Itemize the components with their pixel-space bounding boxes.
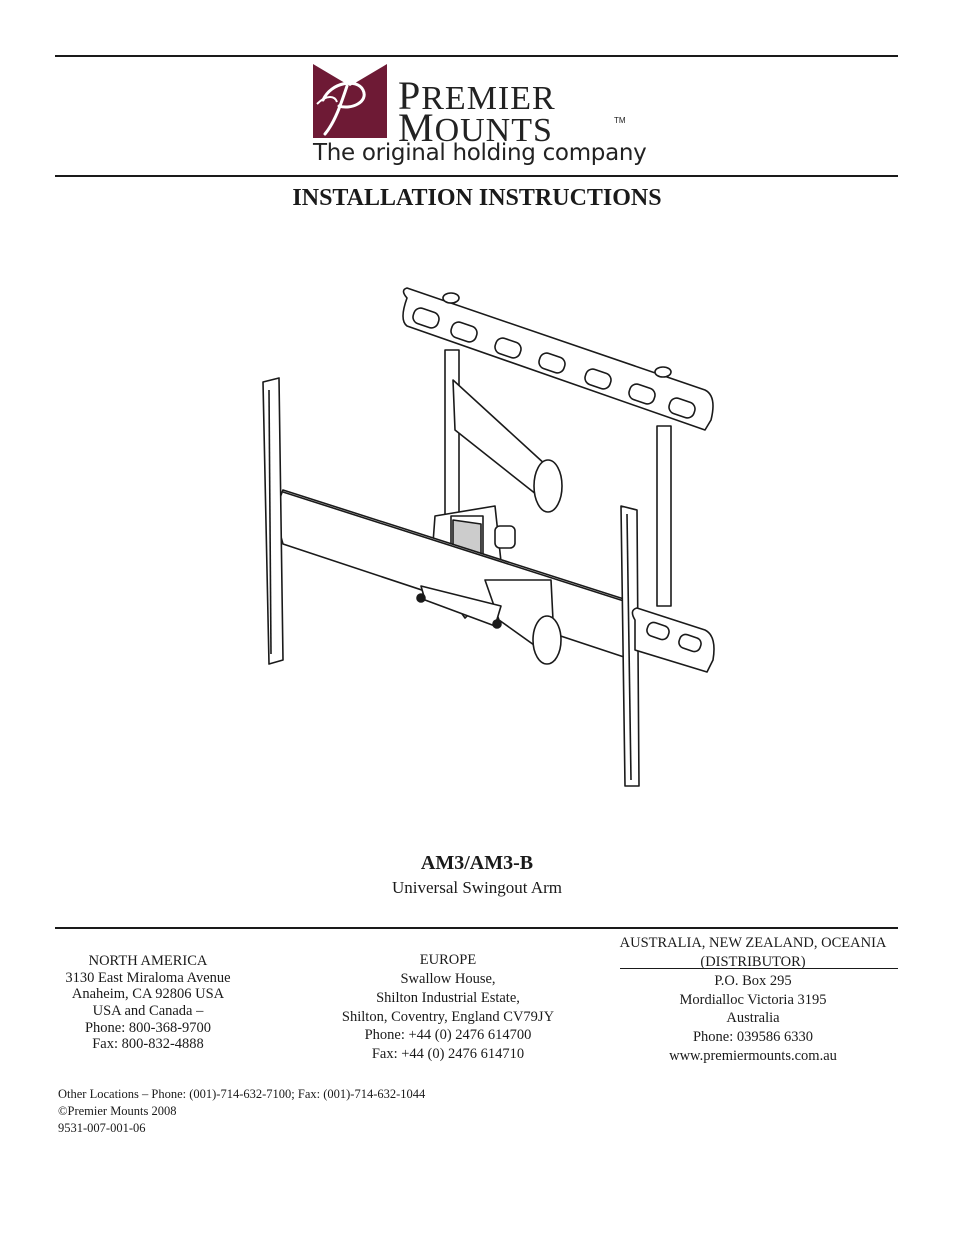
brand-name-line1: PREMIER xyxy=(398,72,556,119)
trademark-symbol: TM xyxy=(614,116,626,125)
brand-initial-m: M xyxy=(398,105,435,150)
australia-line: Australia xyxy=(726,1010,780,1027)
europe-line: Phone: +44 (0) 2476 614700 xyxy=(364,1027,532,1044)
brand-name-line2: MOUNTS xyxy=(398,104,553,151)
document-title: INSTALLATION INSTRUCTIONS xyxy=(292,185,662,211)
australia-heading-rule xyxy=(620,968,898,969)
brand-tagline: The original holding company xyxy=(313,140,647,166)
part-number: 9531-007-001-06 xyxy=(58,1120,146,1135)
brand-rest-premier: REMIER xyxy=(421,80,556,117)
header-bottom-rule xyxy=(55,175,898,177)
north-america-line: 3130 East Miraloma Avenue xyxy=(65,969,231,986)
north-america-heading: NORTH AMERICA xyxy=(88,953,208,969)
europe-line: Fax: +44 (0) 2476 614710 xyxy=(371,1046,525,1063)
top-rule xyxy=(55,55,898,57)
contact-australia: AUSTRALIA, NEW ZEALAND, OCEANIA (DISTRIB… xyxy=(600,934,906,1066)
australia-subheading: (DISTRIBUTOR) xyxy=(700,953,806,970)
europe-heading: EUROPE xyxy=(419,952,477,968)
australia-line: Mordialloc Victoria 3195 xyxy=(679,991,827,1008)
north-america-line: USA and Canada – xyxy=(92,1003,204,1020)
contacts-top-rule xyxy=(55,927,898,929)
other-locations: Other Locations – Phone: (001)-714-632-7… xyxy=(58,1087,426,1101)
model-description: Universal Swingout Arm xyxy=(392,878,562,897)
europe-line: Swallow House, xyxy=(400,970,496,987)
contact-europe: EUROPE Swallow House, Shilton Industrial… xyxy=(318,951,578,1064)
brand-rest-mounts: OUNTS xyxy=(434,112,553,149)
north-america-line: Anaheim, CA 92806 USA xyxy=(71,986,225,1003)
brand-initial-p: P xyxy=(398,73,422,118)
europe-line: Shilton Industrial Estate, xyxy=(376,989,520,1006)
copyright: ©Premier Mounts 2008 xyxy=(58,1103,177,1118)
premier-logo-icon xyxy=(313,64,387,138)
model-number: AM3/AM3-B xyxy=(420,852,534,874)
swingout-arm-mount-illustration-icon xyxy=(262,287,715,787)
australia-heading: AUSTRALIA, NEW ZEALAND, OCEANIA xyxy=(619,935,887,951)
australia-line: Phone: 039586 6330 xyxy=(692,1029,814,1046)
australia-line: P.O. Box 295 xyxy=(714,972,792,989)
contact-north-america: NORTH AMERICA 3130 East Miraloma Avenue … xyxy=(48,953,248,1053)
australia-website-link: www.premiermounts.com.au xyxy=(669,1048,837,1065)
north-america-line: Fax: 800-832-4888 xyxy=(92,1036,204,1053)
footer: Other Locations – Phone: (001)-714-632-7… xyxy=(58,1086,425,1137)
europe-line: Shilton, Coventry, England CV79JY xyxy=(341,1008,555,1025)
north-america-line: Phone: 800-368-9700 xyxy=(84,1019,212,1036)
